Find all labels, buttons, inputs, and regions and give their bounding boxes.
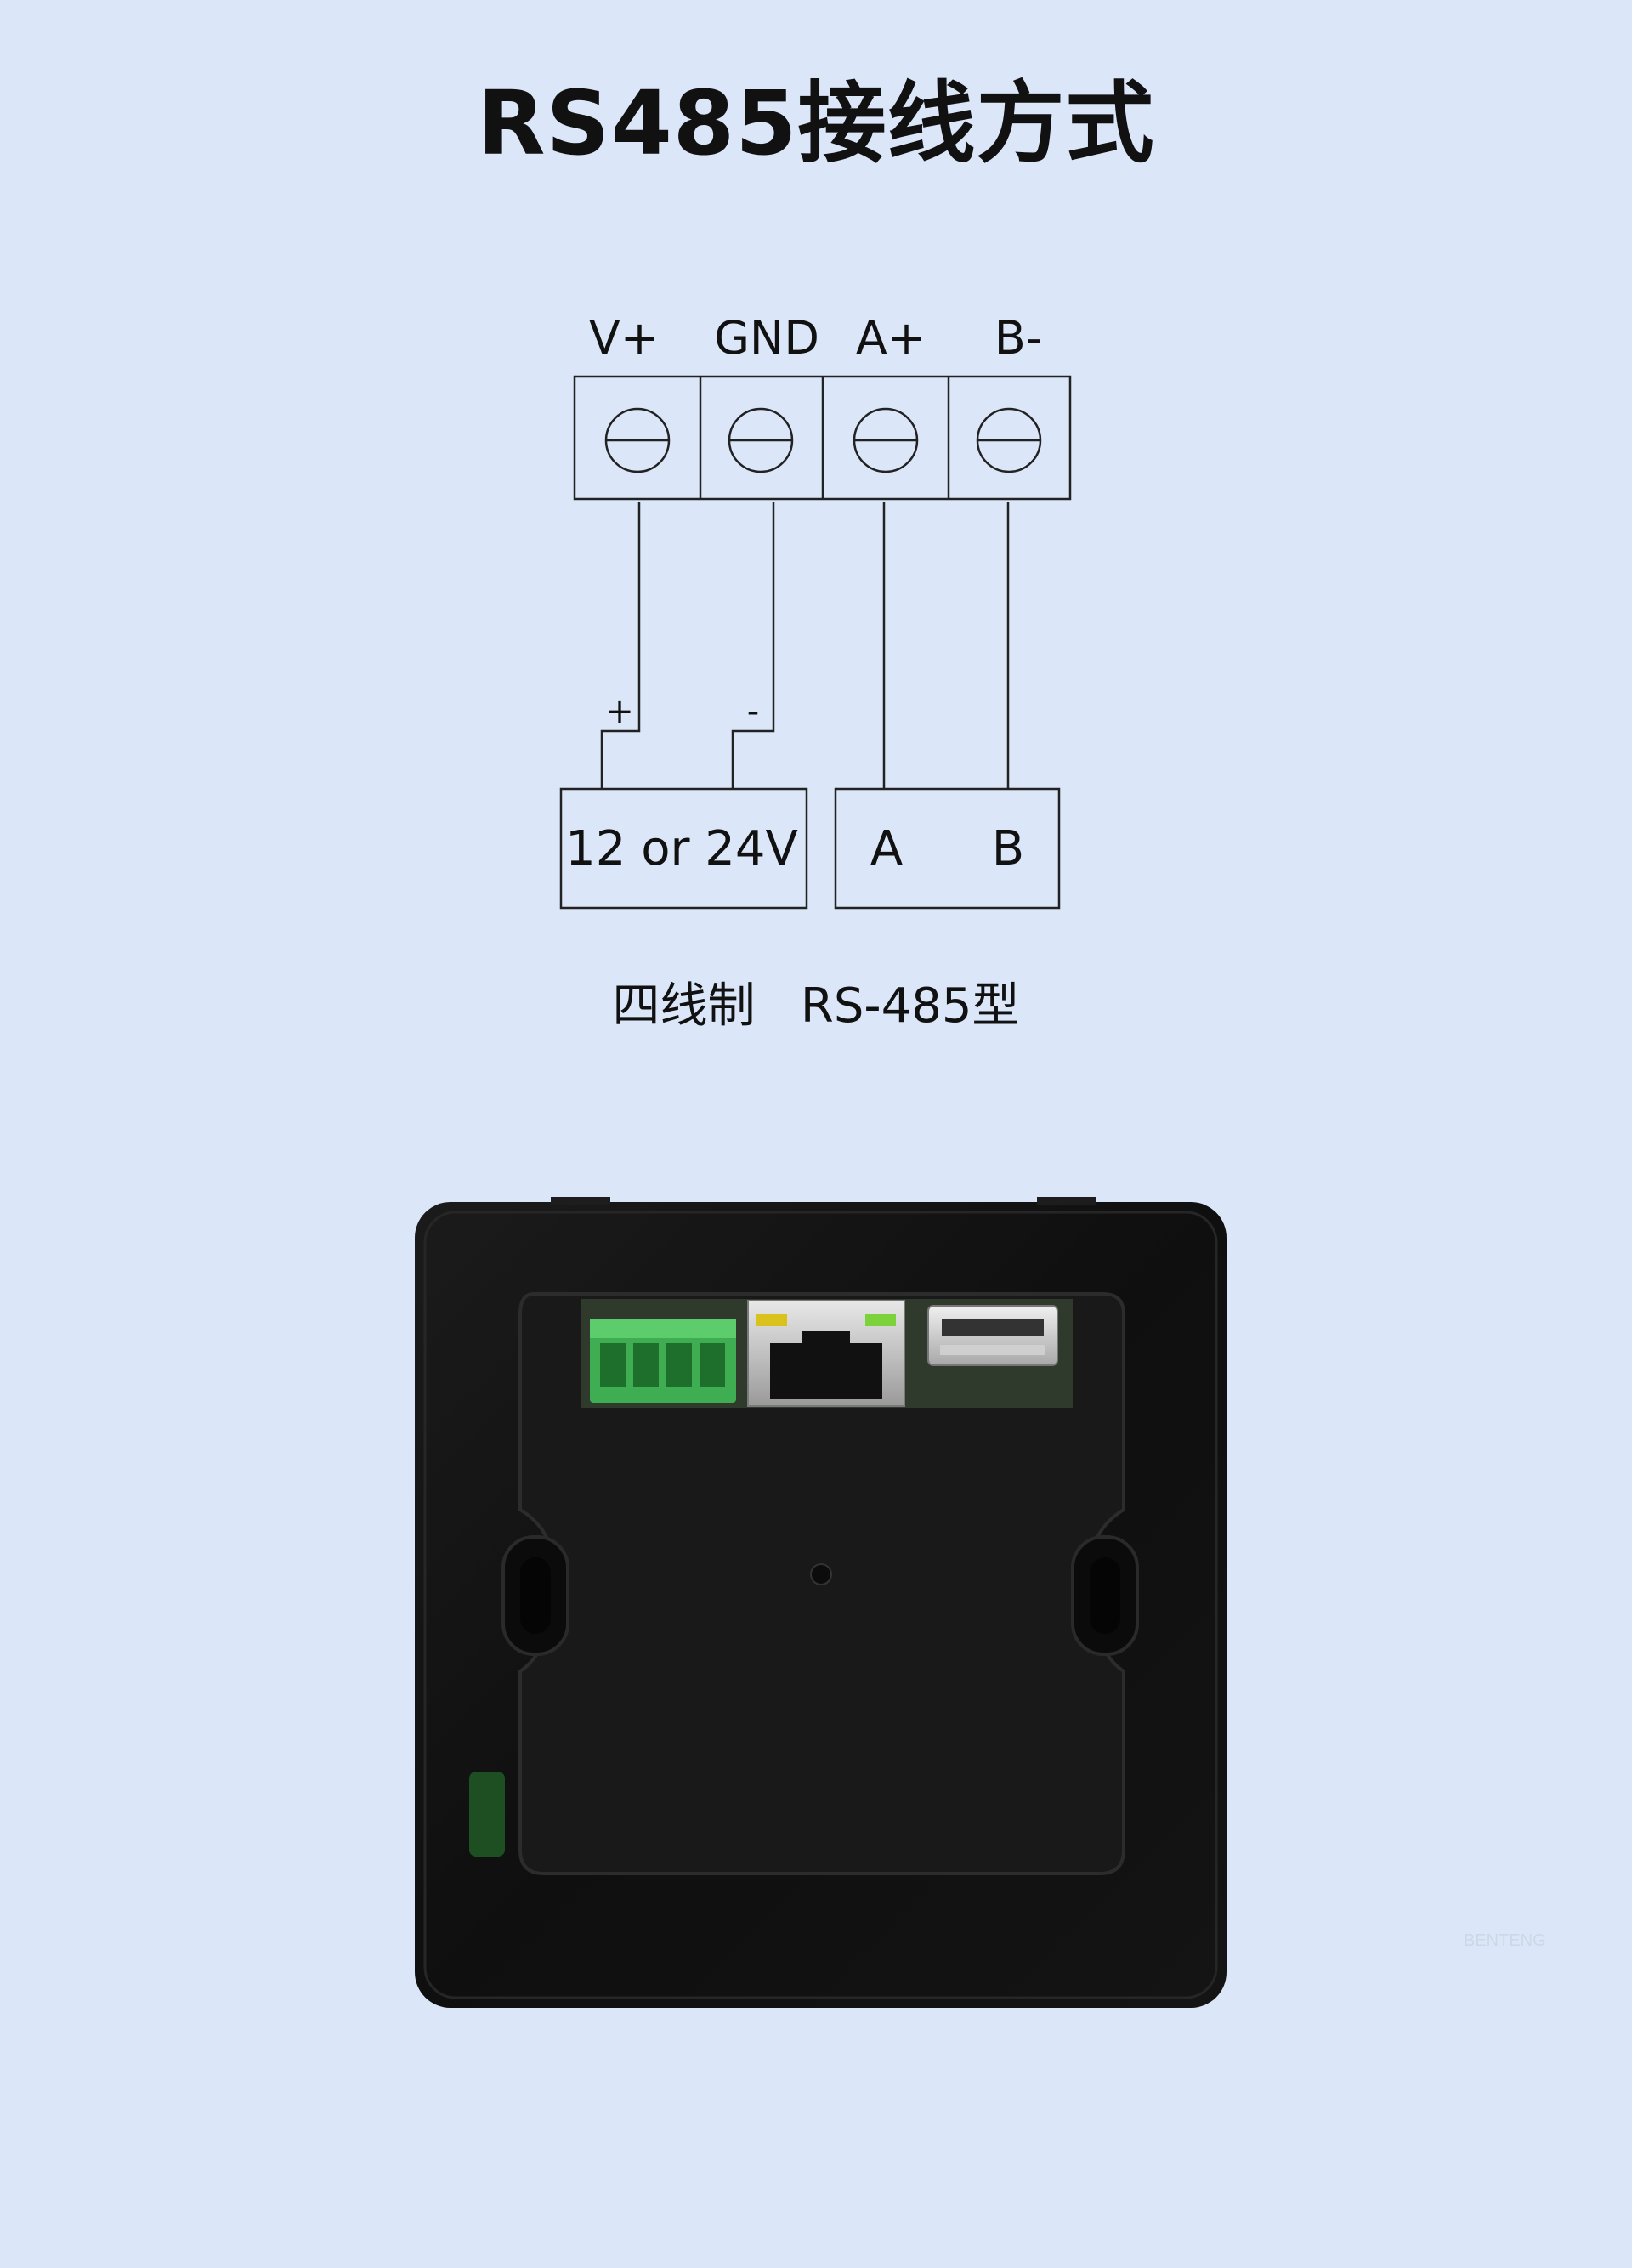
- center-hole: [810, 1563, 832, 1585]
- signal-label-b: B: [992, 821, 1024, 876]
- terminal-label-bminus: B-: [994, 311, 1043, 365]
- polarity-plus: +: [605, 692, 634, 731]
- pcb-strip: [581, 1299, 1073, 1408]
- rear-housing: [518, 1292, 1125, 1875]
- terminal-label-vplus: V+: [589, 311, 659, 365]
- screw-icon: [604, 407, 1042, 473]
- signal-label-a: A: [870, 821, 903, 876]
- signal-box: [834, 787, 1061, 910]
- rj45-port: [747, 1300, 905, 1407]
- green-terminal-connector: [590, 1319, 736, 1403]
- power-supply-box: [559, 787, 808, 910]
- mounting-slot: [502, 1535, 1139, 1656]
- terminal-block: [573, 375, 1072, 501]
- usb-port: [927, 1305, 1058, 1366]
- power-supply-label: 12 or 24V: [565, 821, 798, 876]
- wires: [600, 502, 1010, 789]
- watermark: BENTENG: [1464, 1931, 1546, 1950]
- terminal-label-aplus: A+: [856, 311, 926, 365]
- page-title: RS485接线方式: [477, 71, 1155, 175]
- wiring-type-caption: 四线制 RS-485型: [612, 978, 1020, 1034]
- polarity-minus: -: [747, 692, 759, 731]
- device-body: [415, 1202, 1227, 2008]
- indicator-window: [469, 1772, 505, 1857]
- terminal-label-gnd: GND: [714, 311, 819, 365]
- wiring-diagram: V+ GND A+ B- + - 12 or 24V: [559, 311, 1072, 910]
